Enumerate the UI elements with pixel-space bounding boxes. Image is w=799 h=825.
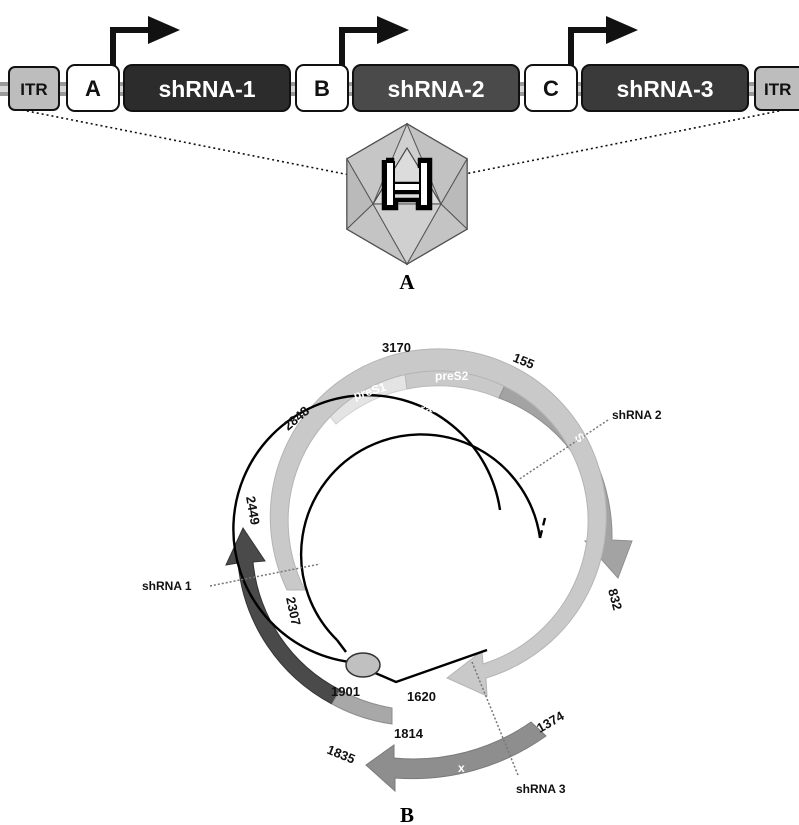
label-shrna-3: shRNA 3 (516, 782, 566, 796)
promoter-arrow-a (110, 16, 180, 66)
zoom-line-right (429, 109, 785, 182)
shrna-1-target-line (209, 563, 321, 587)
aav-capsid-icon (346, 122, 468, 266)
promoter-b-label: B (314, 76, 330, 101)
region-x (365, 721, 547, 793)
shrna-2-label: shRNA-2 (387, 76, 484, 102)
pos-2449: 2449 (243, 495, 263, 526)
zoom-line-left (21, 109, 381, 182)
label-shrna-1: shRNA 1 (142, 579, 192, 593)
itr-left-box (8, 66, 60, 111)
itr-right-label: ITR (764, 80, 791, 99)
polymerase-cap-icon (345, 652, 381, 678)
pos-2307: 2307 (283, 596, 304, 627)
shrna-1-label: shRNA-1 (158, 76, 255, 102)
shrna-1-box (123, 64, 291, 112)
promoter-b-box (295, 64, 349, 112)
itr-left-label: ITR (20, 80, 47, 99)
region-polymerase (269, 348, 607, 697)
promoter-c-label: C (543, 76, 559, 101)
shrna-3-label: shRNA-3 (616, 76, 713, 102)
pos-1814: 1814 (394, 726, 424, 741)
pos-1374: 1374 (534, 708, 567, 736)
panel-a: ITR A shRNA-1 B shRNA-2 C shRNA-3 ITR (0, 16, 799, 294)
promoter-arrow-b (339, 16, 409, 66)
promoter-a-label: A (85, 76, 101, 101)
region-core (225, 526, 341, 705)
label-pres2: preS2 (435, 369, 469, 383)
promoter-a-box (66, 64, 120, 112)
pos-1620: 1620 (407, 689, 436, 704)
shrna-3-box (581, 64, 749, 112)
itr-right-box (754, 66, 799, 111)
panel-b: preS1 preS2 S polymerase core precore x … (142, 340, 662, 825)
promoter-c-box (524, 64, 578, 112)
pos-1901: 1901 (331, 684, 360, 699)
promoter-arrow-c (568, 16, 638, 66)
hbv-genome (232, 393, 547, 684)
panel-a-label: A (399, 270, 415, 294)
pos-1835: 1835 (325, 742, 357, 767)
pos-3170: 3170 (382, 340, 411, 355)
label-shrna-2: shRNA 2 (612, 408, 662, 422)
region-precore (331, 689, 393, 725)
shrna-2-box (352, 64, 520, 112)
pos-832: 832 (605, 587, 625, 612)
label-polymerase: polymerase (378, 400, 446, 419)
panel-b-label: B (400, 803, 414, 825)
label-x: x (458, 761, 465, 775)
shrna-3-target-line (471, 661, 519, 776)
region-s (498, 371, 633, 579)
